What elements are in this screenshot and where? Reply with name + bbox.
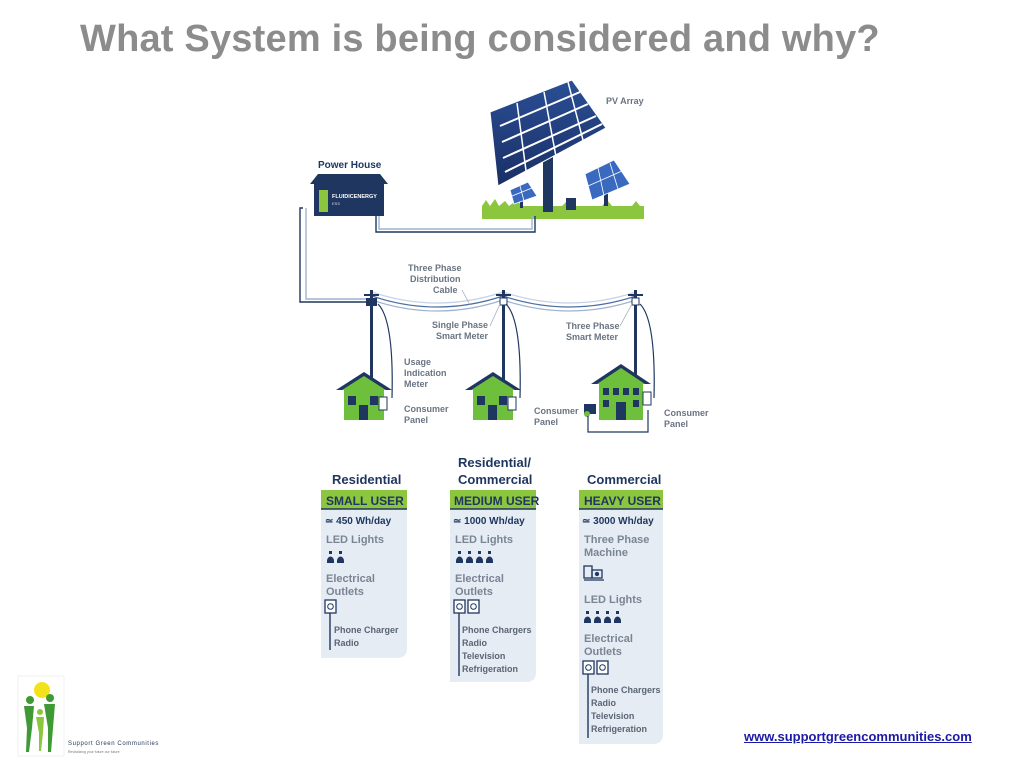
small-solar-panel-icon xyxy=(509,181,538,208)
feeder-cable xyxy=(299,207,536,303)
panel-heading: Commercial xyxy=(587,472,661,487)
distribution-cable-label: Three Phase Distribution Cable xyxy=(408,263,464,295)
sun-icon xyxy=(34,682,50,698)
service-drop-cables xyxy=(377,303,655,399)
led-bulb-icon xyxy=(584,611,621,623)
power-house-label: Power House xyxy=(318,160,382,171)
label-leaders xyxy=(461,289,633,327)
appliance-list: Phone Chargers Radio Television Refriger… xyxy=(591,685,663,734)
panel-card xyxy=(321,490,407,658)
small-solar-panel-icon xyxy=(584,159,631,206)
power-house-door xyxy=(319,190,328,212)
consumer-panel-label: Consumer Panel xyxy=(534,406,581,427)
solar-panel-icon xyxy=(489,79,607,187)
logo-tagline: Revitalizing your future our future xyxy=(68,750,120,754)
power-house-sign: FLUIDICENERGY xyxy=(332,194,377,200)
user-panel-small: Residential SMALL USER ≃ 450 Wh/day LED … xyxy=(321,472,407,658)
consumer-panel-label: Consumer Panel xyxy=(664,408,711,429)
panel-card xyxy=(579,490,663,744)
three-phase-meter-label: Three Phase Smart Meter xyxy=(566,321,622,342)
outlets-label: Electrical Outlets xyxy=(584,633,636,658)
user-band-label: HEAVY USER xyxy=(584,494,661,508)
user-panel-medium: Residential/ Commercial MEDIUM USER ≃ 10… xyxy=(450,455,540,682)
house-icon xyxy=(465,372,521,420)
led-bulb-icon xyxy=(456,551,493,563)
user-band xyxy=(579,490,663,509)
panel-heading: Residential xyxy=(332,472,401,487)
utility-pole xyxy=(628,290,643,382)
machine-icon xyxy=(583,565,604,581)
ground-strip xyxy=(482,206,644,219)
panel-heading: Residential/ Commercial xyxy=(458,455,535,487)
grass-icon xyxy=(482,199,640,206)
utility-pole xyxy=(364,290,379,380)
energy-per-day: ≃ 1000 Wh/day xyxy=(453,516,525,527)
led-lights-label: LED Lights xyxy=(455,534,513,546)
user-band xyxy=(450,490,536,509)
panel-card xyxy=(450,490,536,682)
user-band xyxy=(321,490,407,509)
energy-per-day: ≃ 3000 Wh/day xyxy=(582,516,654,527)
appliance-list: Phone Chargers Radio Television Refriger… xyxy=(462,625,534,674)
led-lights-label: LED Lights xyxy=(584,594,642,606)
pv-pole xyxy=(543,152,553,212)
website-link[interactable]: www.supportgreencommunities.com xyxy=(744,729,972,744)
utility-pole xyxy=(496,290,511,382)
power-house: Power House FLUIDICENERGY ESS xyxy=(310,160,388,216)
usage-meter-label: Usage Indication Meter xyxy=(404,357,449,389)
pv-array: PV Array xyxy=(482,79,644,219)
outlet-icon xyxy=(324,599,337,614)
organization-logo: Support Green Communities Revitalizing y… xyxy=(17,675,159,757)
user-band-label: SMALL USER xyxy=(326,494,404,508)
outlets-label: Electrical Outlets xyxy=(455,573,507,598)
user-band-label: MEDIUM USER xyxy=(454,494,540,508)
power-house-roof xyxy=(310,174,388,184)
outlet-icon xyxy=(582,660,609,675)
pv-array-label: PV Array xyxy=(606,96,644,106)
user-panel-heavy: Commercial HEAVY USER ≃ 3000 Wh/day Thre… xyxy=(579,472,663,744)
people-icon xyxy=(24,694,55,752)
house-icon xyxy=(336,372,392,420)
single-phase-meter-label: Single Phase Smart Meter xyxy=(432,320,491,341)
appliance-list: Phone Charger Radio xyxy=(334,625,401,648)
pv-junction-box xyxy=(566,198,576,210)
energy-per-day: ≃ 450 Wh/day xyxy=(325,516,392,527)
led-lights-label: LED Lights xyxy=(326,534,384,546)
commercial-building-icon xyxy=(584,364,652,433)
slide-title: What System is being considered and why? xyxy=(80,18,880,60)
machine-label: Three Phase Machine xyxy=(584,534,652,559)
power-house-sign-sub: ESS xyxy=(332,201,340,206)
outlets-label: Electrical Outlets xyxy=(326,573,378,598)
led-bulb-icon xyxy=(327,551,345,563)
logo-name: Support Green Communities xyxy=(68,741,159,747)
consumer-panel-label: Consumer Panel xyxy=(404,404,451,425)
